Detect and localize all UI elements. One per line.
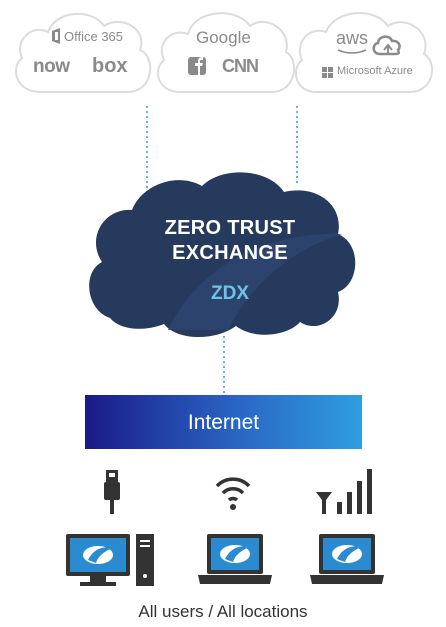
service-google-label: Google [196,28,251,47]
zte-title-line1: ZERO TRUST [164,217,296,239]
wifi-icon [215,477,251,510]
aws-cloud-icon [337,35,401,56]
service-cloud-1 [15,13,152,93]
service-cnn-label: CNN [222,56,259,76]
service-cloud-2 [156,12,295,93]
zscaler-logo-icon [332,545,362,563]
zscaler-logo-icon [83,546,113,564]
internet-bar: Internet [85,395,362,449]
zte-title-line2: EXCHANGE [172,242,288,264]
users-locations-label: All users / All locations [138,602,308,621]
service-aws-label: aws [336,28,369,48]
cellular-signal-icon [316,469,372,514]
service-cloud-3 [294,12,433,93]
windows-icon [322,67,333,78]
service-azure-label: Microsoft Azure [337,65,413,77]
ethernet-plug-icon [104,470,120,514]
connector-lines [146,106,298,393]
zscaler-logo-icon [220,545,250,563]
zero-trust-exchange-cloud [89,172,356,338]
internet-label: Internet [187,411,260,434]
service-box-label: box [92,55,128,77]
zdx-label: ZDX [211,283,249,304]
facebook-icon [188,57,206,75]
zero-trust-exchange-title: ZERO TRUST EXCHANGE [150,216,310,266]
service-now-label: now [33,56,70,77]
office-icon [52,28,60,44]
pc-tower-icon [136,534,154,586]
service-office365-label: Office 365 [64,29,124,44]
